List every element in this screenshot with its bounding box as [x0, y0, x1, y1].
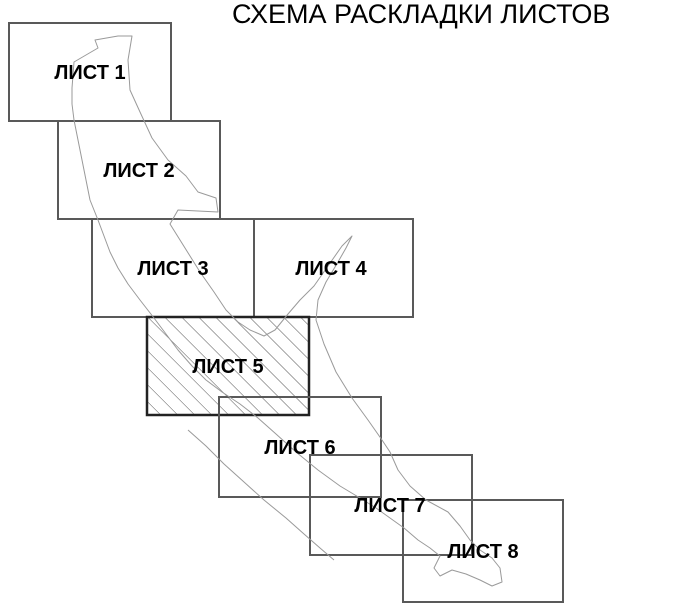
sheet-7-label: ЛИСТ 7 — [354, 495, 425, 517]
sheet-2-label: ЛИСТ 2 — [103, 160, 174, 182]
sheet-6-label: ЛИСТ 6 — [264, 437, 335, 459]
sheet-8-frame[interactable] — [402, 499, 564, 603]
sheet-labels: ЛИСТ 1 ЛИСТ 2 ЛИСТ 3 ЛИСТ 4 ЛИСТ 5 ЛИСТ … — [54, 62, 518, 563]
sheet-3-label: ЛИСТ 3 — [137, 258, 208, 280]
sheet-frames — [8, 22, 564, 603]
sheet-8-label: ЛИСТ 8 — [447, 541, 518, 563]
sheet-5-hatch — [147, 317, 309, 415]
scheme-title: СХЕМА РАСКЛАДКИ ЛИСТОВ — [232, 0, 610, 29]
sheet-5-label: ЛИСТ 5 — [192, 356, 263, 378]
sheet-4-frame[interactable] — [253, 218, 414, 318]
sheet-5-frame[interactable] — [145, 315, 311, 417]
sheet-1-label: ЛИСТ 1 — [54, 62, 125, 84]
sheet-4-label: ЛИСТ 4 — [295, 258, 367, 280]
territory-outline-inner — [187, 429, 335, 561]
territory-outline — [71, 35, 503, 587]
sheet-6-frame[interactable] — [218, 396, 382, 498]
